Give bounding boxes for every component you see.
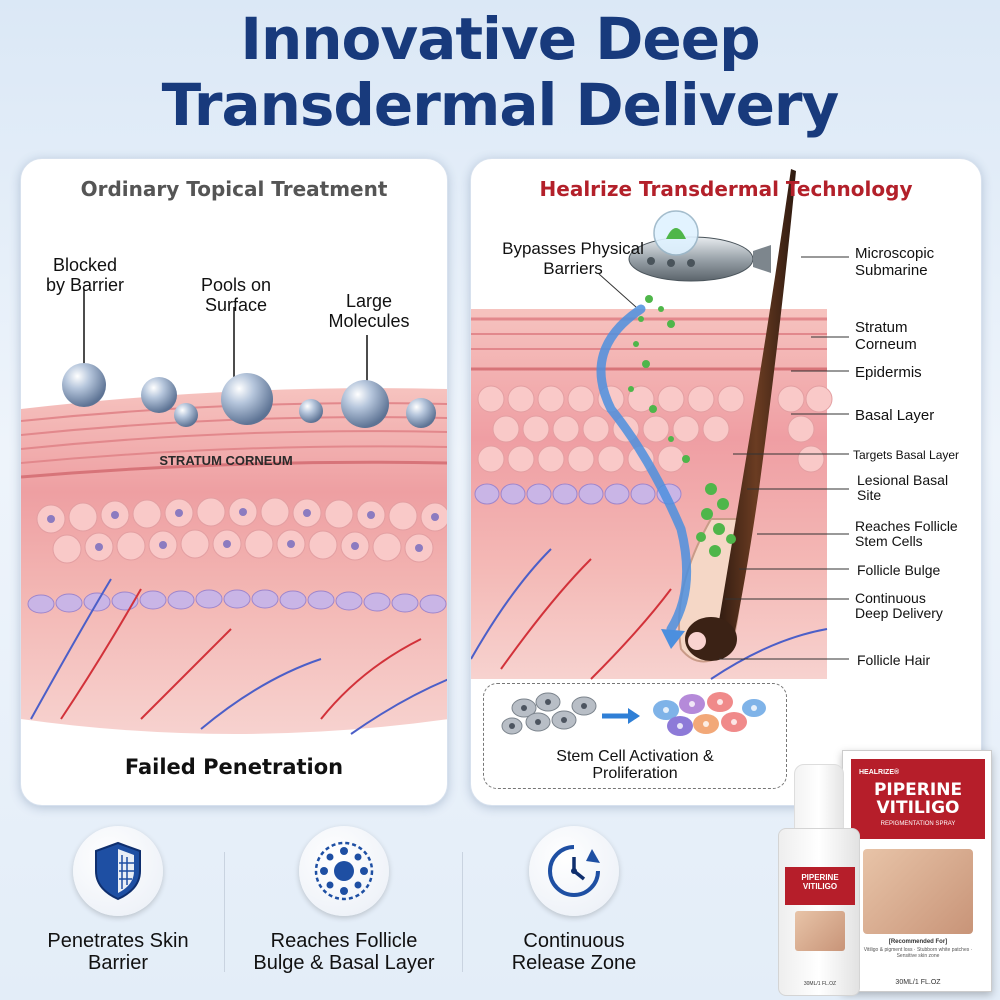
product-box-banner <box>851 759 985 839</box>
bottle-face-photo <box>795 911 845 951</box>
bottle-label-name: PIPERINE VITILIGO <box>801 873 839 891</box>
product-volume: 30ML/1 FL.OZ <box>895 979 941 986</box>
bottle-label-banner <box>785 867 855 905</box>
bypasses-barriers-label: Bypasses Physical Barriers <box>502 239 644 278</box>
feature-continuous-release-text: Continuous Release Zone <box>511 930 637 974</box>
targets-basal-layer-label: Targets Basal Layer <box>853 448 960 462</box>
clock-icon <box>529 826 619 916</box>
stem-cell-activation-label: Stem Cell Activation & Proliferation <box>556 748 714 782</box>
stratum-corneum-label: Stratum Corneum <box>855 319 917 353</box>
shield-icon <box>73 826 163 916</box>
product-recommended-body: Vitiligo & pigment loss · Stubborn white… <box>863 947 973 959</box>
product-recommended-heading: [Recommended For] <box>888 939 948 945</box>
follicle-bulge-label: Follicle Bulge <box>857 562 941 578</box>
submarine-illustration <box>628 210 771 282</box>
product-name: PIPERINE VITILIGO <box>873 780 963 818</box>
feature-divider-2 <box>462 852 463 972</box>
failed-penetration-label: Failed Penetration <box>124 755 344 779</box>
stem-cell-activation-box: Stem Cell Activation & Proliferation <box>483 683 787 789</box>
headline: Innovative Deep Transdermal Delivery <box>0 6 1000 138</box>
feature-penetrates-skin-text: Penetrates Skin Barrier <box>47 930 189 974</box>
bottle-volume: 30ML/1 FL.OZ <box>803 981 837 987</box>
headline-line-1: Innovative Deep <box>240 5 760 73</box>
reaches-follicle-stem-cells-label: Reaches Follicle Stem Cells <box>855 518 958 549</box>
feature-continuous-release: Continuous Release Zone <box>464 826 684 974</box>
feature-divider-1 <box>224 852 225 972</box>
product-image: HEALRIZE® PIPERINE VITILIGO REPIGMENTATI… <box>770 750 992 996</box>
lesional-basal-site-label: Lesional Basal Site <box>857 472 949 503</box>
product-face-photo <box>863 849 973 934</box>
feature-reaches-follicle-text: Reaches Follicle Bulge & Basal Layer <box>253 930 435 974</box>
headline-line-2: Transdermal Delivery <box>161 71 840 139</box>
product-box: HEALRIZE® PIPERINE VITILIGO REPIGMENTATI… <box>842 750 992 992</box>
cell-icon <box>299 826 389 916</box>
healrize-technology-title: Healrize Transdermal Technology <box>539 177 913 201</box>
product-brand: HEALRIZE® <box>859 769 900 776</box>
blocked-by-barrier-label: Blocked by Barrier <box>45 255 125 295</box>
continuous-deep-delivery-label: Continuous Deep Delivery <box>855 590 943 621</box>
product-subtitle: REPIGMENTATION SPRAY <box>880 821 956 827</box>
skin-illustration-right <box>471 169 849 680</box>
bottle-body: PIPERINE VITILIGO 30ML/1 FL.OZ <box>778 828 860 996</box>
feature-penetrates-skin: Penetrates Skin Barrier <box>8 826 228 974</box>
ordinary-treatment-panel: Ordinary Topical Treatment Blocked by Ba… <box>20 158 448 806</box>
bottle-cap <box>794 764 844 834</box>
feature-reaches-follicle: Reaches Follicle Bulge & Basal Layer <box>234 826 454 974</box>
large-molecules-label: Large Molecules <box>328 291 410 331</box>
stem-cell-illustration <box>501 692 766 736</box>
microscopic-submarine-label: Microscopic Submarine <box>855 245 935 279</box>
epidermis-label: Epidermis <box>855 364 922 381</box>
follicle-hair-label: Follicle Hair <box>857 652 931 668</box>
skin-illustration-left <box>21 289 447 735</box>
basal-layer-label: Basal Layer <box>855 407 935 424</box>
pools-on-surface-label: Pools on Surface <box>200 275 272 315</box>
product-bottle: PIPERINE VITILIGO 30ML/1 FL.OZ <box>776 764 862 996</box>
healrize-technology-panel: Healrize Transdermal Technology Bypasses… <box>470 158 982 806</box>
stratum-corneum-label: STRATUM CORNEUM <box>159 453 293 468</box>
ordinary-treatment-title: Ordinary Topical Treatment <box>80 177 388 201</box>
